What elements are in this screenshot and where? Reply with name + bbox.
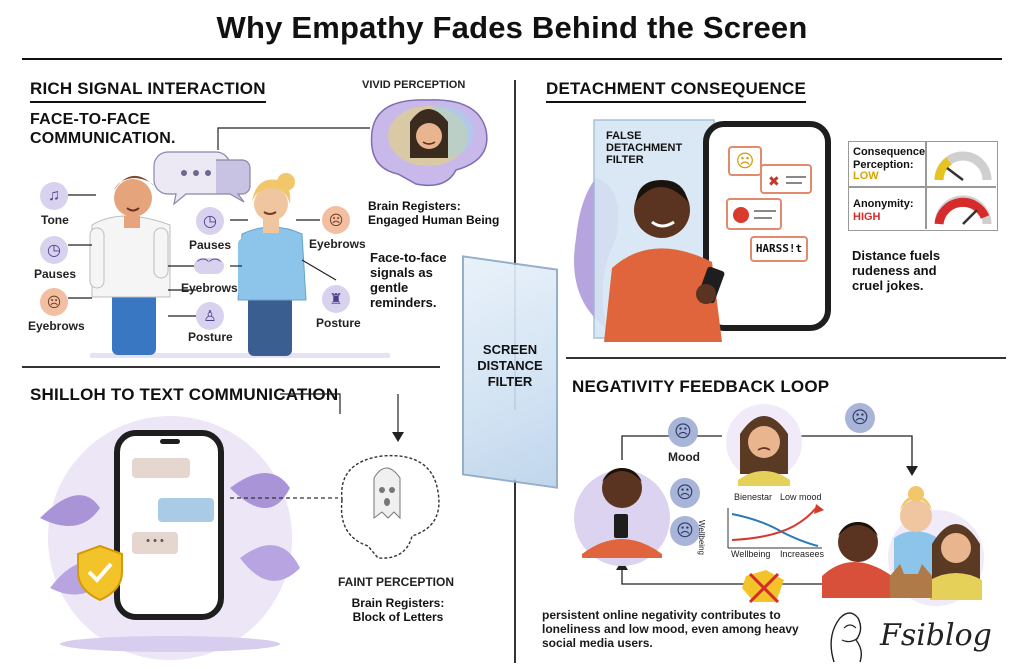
- chart-label-bienestar: Bienestar: [734, 492, 773, 502]
- vivid-brain-illustration: [217, 99, 488, 187]
- title-divider: [22, 58, 1002, 60]
- consequence-gauge-icon: [934, 151, 992, 181]
- sad-face-icon: ☹: [670, 478, 700, 508]
- face-eyebrows-icon: ☹: [40, 288, 68, 316]
- gauge-column-divider: [925, 142, 927, 229]
- message-bubble: ✖: [760, 164, 812, 194]
- watermark-text: Fsiblog: [880, 618, 992, 653]
- false-detachment-filter-label: FALSE DETACHMENT FILTER: [606, 130, 683, 166]
- center-label-posture: Posture: [188, 330, 233, 344]
- negativity-caption: persistent online negativity contributes…: [542, 608, 799, 650]
- faint-brain-registers: Brain Registers: Block of Letters: [351, 596, 445, 624]
- shilloh-heading: SHILLOH TO TEXT COMMUNICATION: [30, 385, 339, 404]
- screen-distance-filter-label: SCREEN DISTANCE FILTER: [477, 342, 543, 389]
- clock-icon: ◷: [40, 236, 68, 264]
- sad-face-icon: ☹: [845, 403, 875, 433]
- phone-text-chat: • • •: [114, 430, 224, 620]
- faint-brain-illustration: [340, 454, 440, 559]
- negativity-heading: NEGATIVITY FEEDBACK LOOP: [572, 377, 830, 396]
- rich-signal-heading: RICH SIGNAL INTERACTION: [30, 79, 266, 103]
- left-horizontal-divider: [22, 366, 440, 368]
- vivid-brain-registers: Brain Registers: Engaged Human Being: [368, 199, 500, 227]
- gauge-panel: Consequence Perception: LOW Anonymity: H…: [848, 141, 998, 231]
- eyebrows-icon: ⌒⌒: [194, 258, 224, 274]
- feedback-loop-illustration: [574, 404, 984, 606]
- consequence-label: Consequence Perception:: [853, 146, 926, 171]
- gauge-divider: [849, 186, 996, 188]
- anonymity-value: HIGH: [853, 211, 881, 223]
- face-to-face-note: Face-to-face signals as gentle reminders…: [370, 250, 447, 310]
- consequence-value: LOW: [853, 170, 879, 182]
- right-label-posture: Posture: [316, 316, 361, 330]
- left-label-tone: Tone: [41, 213, 69, 227]
- center-label-pauses: Pauses: [189, 238, 232, 252]
- face-to-face-subheading: FACE-TO-FACE COMMUNICATION.: [30, 111, 176, 147]
- woman-figure: [237, 173, 307, 356]
- left-label-pauses: Pauses: [34, 267, 77, 281]
- vertical-divider-bottom: [514, 478, 516, 663]
- chat-bubble: [158, 498, 214, 522]
- watermark-logo-figure: [830, 612, 863, 663]
- left-label-eyebrows: Eyebrows: [28, 319, 85, 333]
- anonymity-label: Anonymity:: [853, 198, 914, 210]
- center-label-eyebrows: Eyebrows: [181, 281, 238, 295]
- crying-face-icon: ☹: [670, 516, 700, 546]
- detachment-heading: DETACHMENT CONSEQUENCE: [546, 79, 807, 103]
- vertical-divider-top: [514, 80, 516, 410]
- mood-label: Mood: [668, 450, 700, 464]
- angry-face-bubble-icon: ☹: [728, 146, 762, 176]
- chart-label-increasees: Increasees: [780, 549, 825, 559]
- distance-note: Distance fuels rudeness and cruel jokes.: [852, 248, 941, 293]
- vivid-perception-label: VIVID PERCEPTION: [362, 79, 466, 91]
- chat-bubble: [132, 458, 190, 478]
- chart-label-wellbeing: Wellbeing: [731, 549, 771, 559]
- shield-check-icon: [77, 544, 123, 602]
- posture-icon: ♜: [322, 285, 350, 313]
- sad-face-icon: ☹: [668, 417, 698, 447]
- chat-bubble-typing: • • •: [132, 532, 178, 554]
- right-horizontal-divider: [566, 357, 1006, 359]
- harass-bubble: HARSS!t: [750, 236, 808, 262]
- angry-message-bubble: [726, 198, 782, 230]
- page-title: Why Empathy Fades Behind the Screen: [216, 10, 808, 45]
- music-note-icon: ♫: [40, 182, 68, 210]
- man-figure: [89, 175, 171, 355]
- clock-icon: ◷: [196, 207, 224, 235]
- chart-label-low-mood: Low mood: [780, 492, 822, 502]
- posture-icon: ♙: [196, 302, 224, 330]
- face-eyebrows-icon: ☹: [322, 206, 350, 234]
- anonymity-gauge-icon: [934, 195, 992, 225]
- chart-side-label: Wellbeing: [697, 520, 706, 555]
- man-phone-figure: [604, 180, 725, 342]
- face-to-face-illustration: [68, 151, 390, 358]
- right-label-eyebrows: Eyebrows: [309, 237, 366, 251]
- faint-perception-label: FAINT PERCEPTION: [338, 575, 455, 589]
- phone-notch: [160, 439, 180, 444]
